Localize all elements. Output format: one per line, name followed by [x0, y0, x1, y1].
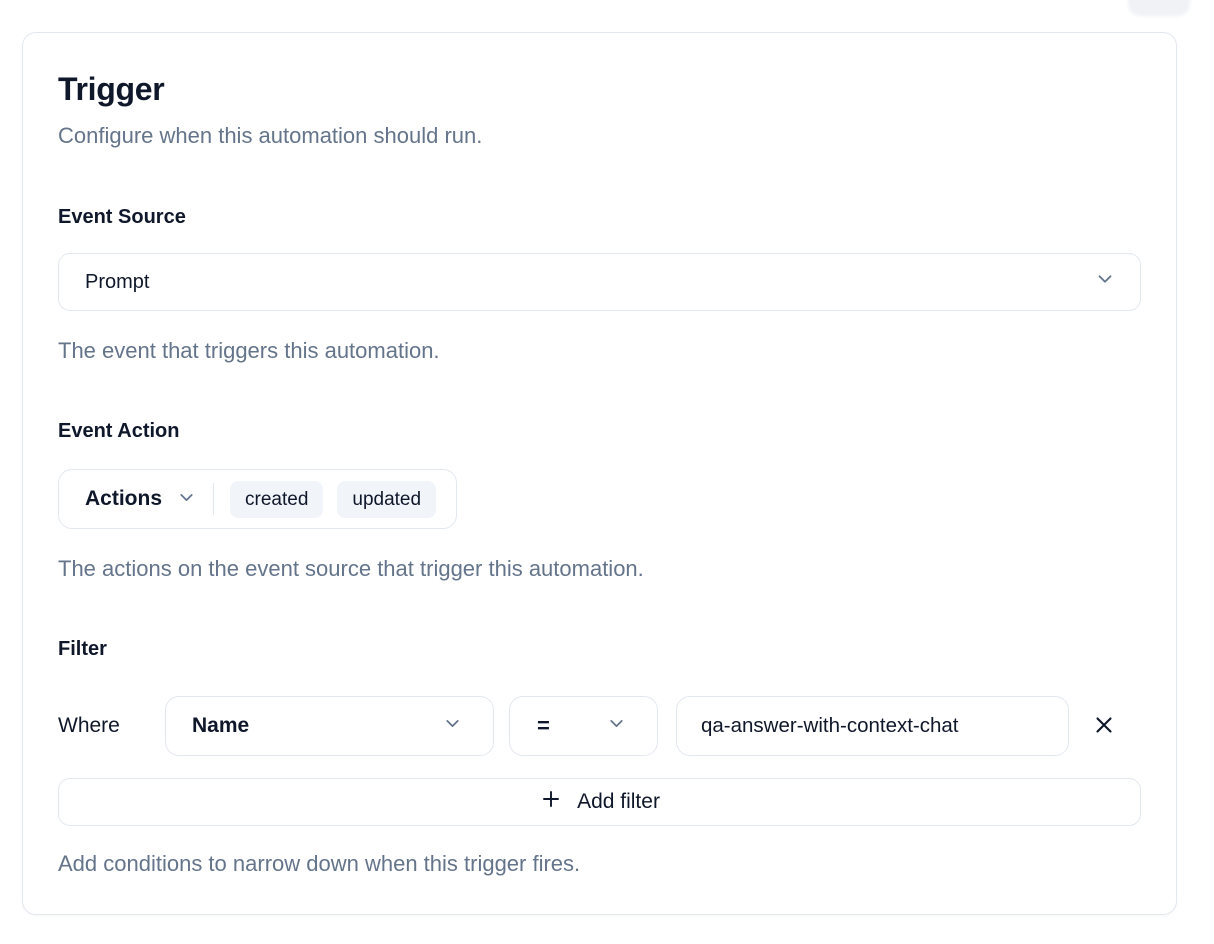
event-action-label: Event Action	[58, 420, 180, 442]
remove-filter-button[interactable]	[1083, 705, 1125, 747]
vertical-divider	[213, 483, 215, 515]
event-action-help: The actions on the event source that tri…	[58, 556, 644, 581]
trigger-card: Trigger Configure when this automation s…	[22, 32, 1177, 915]
event-source-selected-value: Prompt	[85, 270, 150, 293]
filter-help: Add conditions to narrow down when this …	[58, 851, 581, 876]
plus-icon	[539, 787, 563, 817]
filter-field-select[interactable]: Name	[165, 696, 494, 756]
cropped-top-element	[1128, 0, 1190, 16]
add-filter-button[interactable]: Add filter	[58, 778, 1141, 826]
close-icon	[1092, 713, 1116, 740]
event-source-select[interactable]: Prompt	[58, 253, 1141, 311]
actions-dropdown-label: Actions	[85, 487, 163, 510]
page-subtitle: Configure when this automation should ru…	[58, 123, 483, 148]
action-badge-created[interactable]: created	[230, 480, 324, 518]
event-action-control: Actions created updated	[58, 469, 458, 529]
page-title: Trigger	[58, 71, 165, 107]
filter-operator-selected-value: =	[537, 713, 550, 738]
event-source-label: Event Source	[58, 206, 186, 228]
filter-row: Where Name =	[58, 696, 1141, 756]
filter-field-selected-value: Name	[192, 714, 250, 737]
chevron-down-icon	[606, 713, 627, 740]
chevron-down-icon	[176, 487, 197, 511]
where-label: Where	[58, 714, 120, 737]
action-badge-updated[interactable]: updated	[337, 480, 437, 518]
chevron-down-icon	[1094, 268, 1116, 296]
filter-value-input[interactable]	[676, 696, 1069, 756]
filter-operator-select[interactable]: =	[509, 696, 658, 756]
chevron-down-icon	[442, 713, 463, 740]
actions-dropdown-button[interactable]: Actions	[85, 487, 197, 511]
add-filter-button-label: Add filter	[577, 790, 660, 813]
event-source-help: The event that triggers this automation.	[58, 338, 440, 363]
filter-label: Filter	[58, 638, 107, 660]
